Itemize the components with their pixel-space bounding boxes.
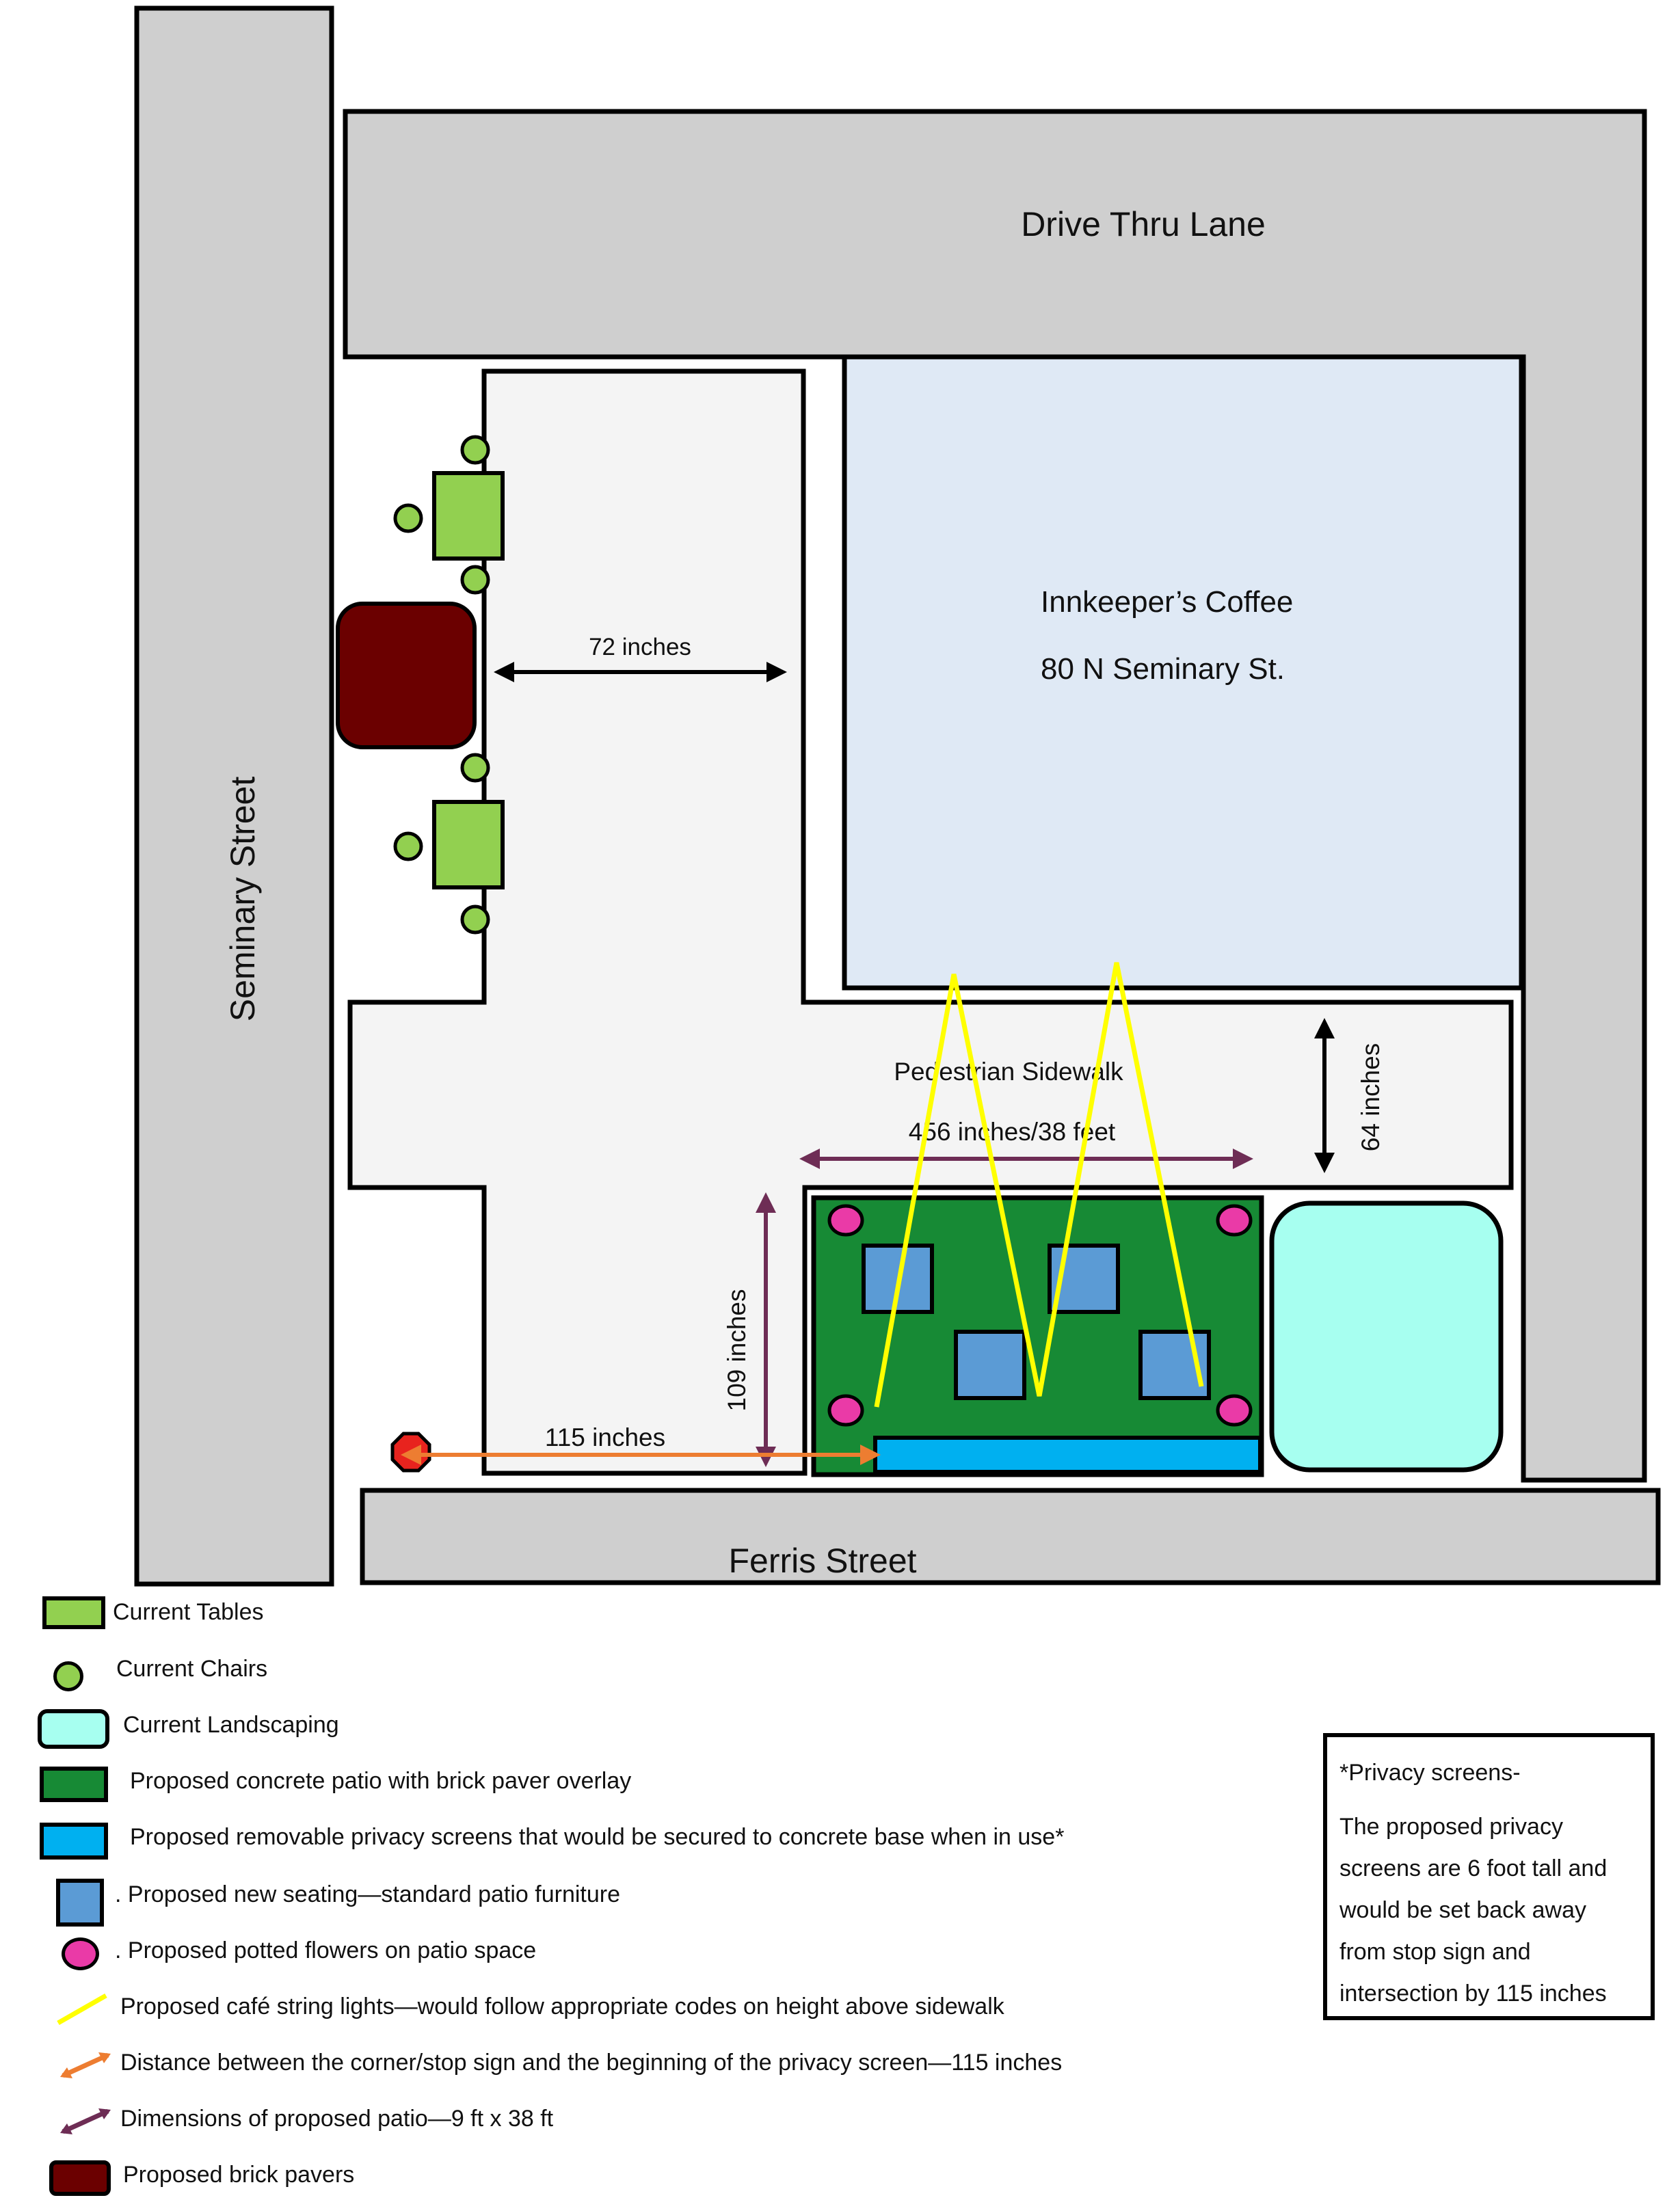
seminary-street	[134, 5, 334, 1587]
legend-label: . Proposed potted flowers on patio space	[115, 1937, 537, 1963]
dimension-109-label: 109 inches	[723, 1289, 751, 1412]
note-line: intersection by 115 inches	[1339, 1981, 1607, 2007]
potted-flowers	[827, 1204, 864, 1237]
legend-label: Dimensions of proposed patio—9 ft x 38 f…	[120, 2106, 554, 2132]
string-lights	[874, 962, 1204, 1408]
coffee-shop-building	[842, 354, 1524, 991]
legend-label: Proposed brick pavers	[123, 2162, 355, 2188]
current-table	[432, 800, 505, 889]
dimension-115-label: 115 inches	[545, 1423, 665, 1451]
landscaping-swatch	[38, 1709, 109, 1749]
flowers-swatch	[62, 1937, 99, 1970]
site-plan-diagram: 72 inches Innkeeper’s Coffee 80 N Semina…	[134, 5, 1661, 1587]
dimension-64-label: 64 inches	[1357, 1043, 1385, 1151]
legend-label: . Proposed new seating—standard patio fu…	[115, 1881, 621, 1907]
current-chair	[393, 831, 423, 861]
legend-label: Distance between the corner/stop sign an…	[120, 2050, 1063, 2076]
note-line: screens are 6 foot tall and	[1339, 1855, 1608, 1881]
note-line: The proposed privacy	[1339, 1814, 1563, 1840]
current-table	[432, 471, 505, 561]
privacy-screen-swatch	[40, 1823, 108, 1860]
dimension-456-label: 456 inches/38 feet	[909, 1118, 1116, 1146]
sidewalk-label: Pedestrian Sidewalk	[894, 1058, 1123, 1086]
legend-label: Current Tables	[113, 1599, 264, 1625]
current-chair	[460, 435, 490, 465]
potted-flowers	[1216, 1204, 1253, 1237]
pedestrian-sidewalk	[347, 368, 1514, 1476]
drive-thru-lane	[343, 109, 1647, 1483]
legend-label: Proposed removable privacy screens that …	[130, 1824, 1065, 1850]
legend-label: Current Landscaping	[123, 1712, 339, 1738]
legend-label: Proposed café string lights—would follow…	[120, 1994, 1004, 2020]
potted-flowers	[827, 1394, 864, 1427]
note-title: *Privacy screens-	[1339, 1760, 1521, 1786]
privacy-screen-note: *Privacy screens- The proposed privacy s…	[1323, 1733, 1655, 2020]
drive-thru-lane-label: Drive Thru Lane	[1021, 205, 1266, 243]
potted-flowers	[1216, 1394, 1253, 1427]
building-name: Innkeeper’s Coffee	[1041, 585, 1293, 619]
note-line: would be set back away	[1339, 1897, 1586, 1923]
legend-label: Current Chairs	[116, 1656, 268, 1682]
string-lights-icon	[57, 1993, 107, 2026]
corner-arrow-icon	[60, 2052, 111, 2078]
chair-swatch	[53, 1661, 83, 1691]
patio-dimension-arrow-icon	[60, 2108, 111, 2134]
dimension-72-label: 72 inches	[589, 634, 691, 660]
brick-pavers-area	[336, 602, 477, 749]
current-landscaping	[1269, 1200, 1504, 1473]
privacy-screen	[873, 1436, 1262, 1474]
current-chair	[393, 503, 423, 533]
brick-pavers-swatch	[49, 2160, 111, 2196]
seating-swatch	[56, 1879, 104, 1927]
current-chair	[460, 565, 490, 595]
proposed-seating	[954, 1330, 1026, 1400]
patio-swatch	[40, 1767, 108, 1802]
table-swatch	[42, 1596, 105, 1629]
note-line: from stop sign and	[1339, 1939, 1531, 1965]
ferris-street	[360, 1488, 1661, 1585]
seminary-street-label: Seminary Street	[224, 777, 262, 1022]
current-chair	[460, 904, 490, 935]
stop-sign-icon	[390, 1432, 431, 1473]
ferris-street-label: Ferris Street	[728, 1542, 916, 1580]
current-chair	[460, 753, 490, 783]
building-address: 80 N Seminary St.	[1041, 652, 1285, 686]
legend-label: Proposed concrete patio with brick paver…	[130, 1768, 632, 1794]
